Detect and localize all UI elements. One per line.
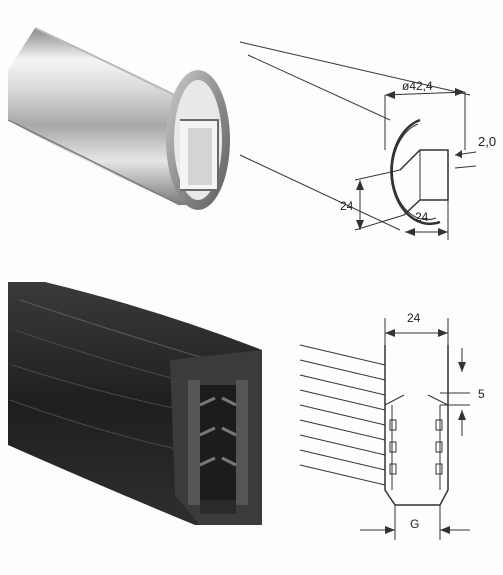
tube-slot-width-label: 24 [415, 210, 429, 224]
insert-width-label: 24 [407, 311, 421, 325]
tube-diameter-label: ø42,4 [402, 79, 433, 93]
steel-tube-photo [7, 27, 230, 210]
rubber-profile-drawing [299, 318, 470, 540]
tube-slot-height-label: 24 [340, 199, 354, 213]
insert-lip-label: 5 [478, 387, 485, 401]
insert-glass-label: G [410, 517, 420, 531]
steel-tube-drawing [239, 41, 477, 240]
tube-wall-label: 2,0 [478, 134, 497, 149]
rubber-profile-photo [8, 282, 262, 525]
